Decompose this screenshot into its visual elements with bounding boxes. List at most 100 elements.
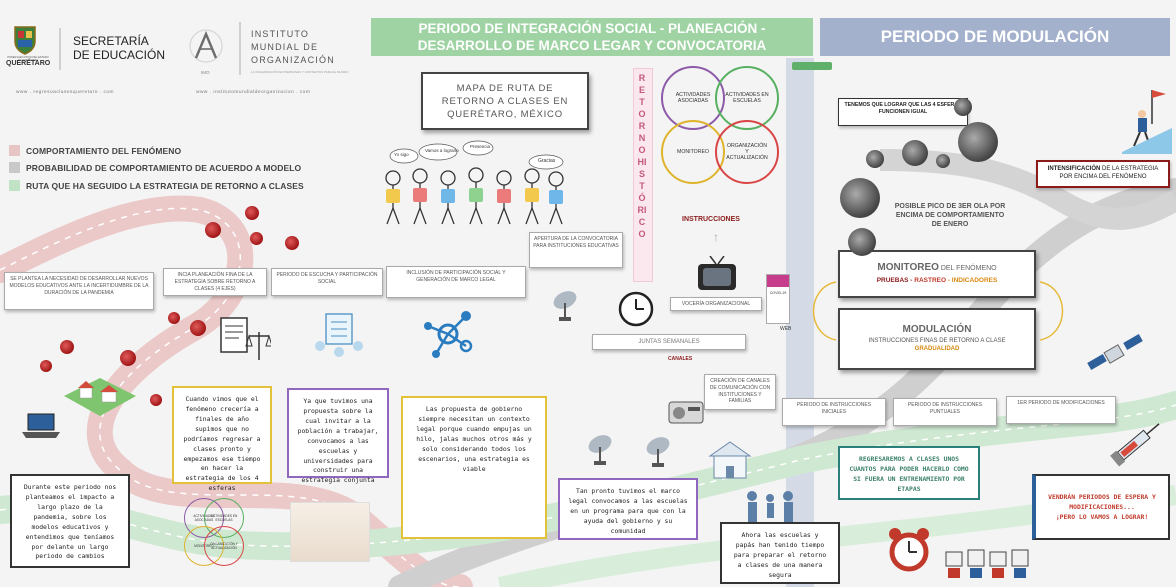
virus-icon [120, 350, 136, 366]
circle-organizacion: ORGANIZACIÓN Y ACTUALIZACIÓN [715, 120, 779, 184]
network-icon [424, 311, 473, 358]
seal-icon [14, 26, 36, 55]
mini-circle-4-label: ORGANIZACIÓN Y ACTUALIZACIÓN [210, 542, 238, 550]
note-tan-pronto: Tan pronto tuvimos el marco legal convoc… [558, 478, 698, 540]
step-box-1: SE PLANTEA LA NECESIDAD DE DESARROLLAR N… [4, 272, 154, 310]
step-box-6: CREACIÓN DE CANALES DE COMUNICACIÓN CON … [704, 374, 776, 410]
note-ya-que-text: Ya que tuvimos una propuesta sobre la cu… [297, 397, 379, 485]
satellite-dish-icon [553, 291, 577, 321]
step-box-7: PERIODO DE INSTRUCCIONES INICIALES [782, 398, 886, 426]
imo-logo-icon [188, 28, 224, 64]
instituto-url[interactable]: www . institutomundialdeorganizacion . c… [196, 90, 311, 95]
modulacion-sub: INSTRUCCIONES FINAS DE RETORNO A CLASE [868, 338, 1006, 344]
queretaro-label: QUERÉTARO [6, 60, 51, 67]
covid-card[interactable]: COVID-19 [766, 274, 790, 324]
step-box-9: 1ER PERIODO DE MODIFICACIONES [1006, 396, 1116, 424]
mini-circle-2-label: ACTIVIDADES EN ESCUELAS [210, 514, 238, 522]
covid-card-label: COVID-19 [769, 291, 787, 295]
virus-icon [902, 140, 928, 166]
virus-icon [848, 228, 876, 256]
note-regresaremos-text: REGRESAREMOS A CLASES UNOS CUANTOS PARA … [849, 455, 969, 493]
mini-circle-3-label: MONITOREO [194, 544, 214, 548]
step-box-7-text: PERIODO DE INSTRUCCIONES INICIALES [796, 402, 872, 415]
seal-caption: PODER EJECUTIVO DEL ESTADO DE QUERÉTARO [7, 56, 49, 62]
covid-card-band [767, 275, 789, 287]
speech-bubble-4: Gracias [538, 158, 556, 164]
satellite-dish-icon [588, 435, 612, 465]
note-ahora-text: Ahora las escuelas y papás han tenido ti… [733, 531, 827, 579]
step-box-4-text: INCLUSIÓN DE PARTICIPACIÓN SOCIAL Y GENE… [406, 270, 506, 283]
legend-item-probabilidad: PROBABILIDAD DE COMPORTAMIENTO DE ACUERD… [9, 162, 301, 173]
juntas-label: JUNTAS SEMANALES [638, 339, 700, 345]
satellite-icon [1087, 334, 1143, 370]
modulacion-box: MODULACIÓN INSTRUCCIONES FINAS DE RETORN… [838, 308, 1036, 370]
note-vendran-text: VENDRÁN PERIODOS DE ESPERA Y MODIFICACIO… [1048, 492, 1156, 521]
meeting-photo [290, 502, 370, 562]
tv-icon [698, 256, 736, 290]
step-box-1-text: SE PLANTEA LA NECESIDAD DE DESARROLLAR N… [9, 276, 149, 296]
circle-label-2: ACTIVIDADES EN ESCUELAS [725, 92, 769, 104]
secretaria-title: SECRETARÍA DE EDUCACIÓN [73, 34, 166, 62]
legend-swatch-red [9, 145, 20, 156]
virus-icon [168, 312, 180, 324]
note-regresaremos: REGRESAREMOS A CLASES UNOS CUANTOS PARA … [838, 446, 980, 500]
tenemos-text: TENEMOS QUE LOGRAR QUE LAS 4 ESFERAS FUN… [844, 102, 962, 116]
step-box-9-text: 1ER PERIODO DE MODIFICACIONES [1017, 400, 1105, 406]
period-banner-modulacion-text: PERIODO DE MODULACIÓN [880, 27, 1110, 46]
instituto-sub: LA ORGANIZACIÓN EN PERSONAS Y CONTEXTOS … [251, 70, 349, 74]
web-label: WEB [780, 326, 792, 332]
note-cuando-text: Cuando vimos que el fenómeno crecería a … [183, 395, 261, 493]
school-icon [708, 441, 752, 479]
voceria-label: VOCERÍA ORGANIZACIONAL [681, 301, 751, 307]
step-box-3: PERIODO DE ESCUCHA Y PARTICIPACIÓN SOCIA… [271, 268, 383, 296]
retorno-historico-text: RETORNO HISTÓRICO [637, 73, 647, 239]
cycle-arrow-icon [812, 281, 837, 341]
monitoreo-title: MONITOREO [877, 262, 939, 273]
map-title-box: MAPA DE RUTA DE RETORNO A CLASES EN QUER… [421, 72, 589, 130]
syringe-icon [1110, 423, 1160, 467]
circle-label-4: ORGANIZACIÓN Y ACTUALIZACIÓN [726, 143, 768, 161]
queretaro-seal [12, 25, 38, 55]
virus-icon [190, 320, 206, 336]
map-title: MAPA DE RUTA DE RETORNO A CLASES EN QUER… [441, 82, 569, 120]
monitoreo-title-rest: DEL FENÓMENO [938, 265, 997, 272]
virus-icon [866, 150, 884, 168]
tenemos-box: TENEMOS QUE LOGRAR QUE LAS 4 ESFERAS FUN… [838, 98, 968, 126]
monitoreo-title-row: MONITOREO DEL FENÓMENO [840, 262, 1034, 273]
alarm-clock-icon [889, 528, 929, 572]
step-box-2-text: INCIA PLANEACIÓN FINA DE LA ESTRATEGIA S… [174, 272, 256, 292]
canales-label: CANALES [668, 356, 693, 362]
note-propuesta-text: Las propuesta de gobierno siempre necesi… [416, 405, 532, 473]
period-banner-integracion: PERIODO DE INTEGRACIÓN SOCIAL - PLANEACI… [371, 18, 813, 56]
period-banner-integracion-text: PERIODO DE INTEGRACIÓN SOCIAL - PLANEACI… [417, 21, 767, 53]
step-box-4: INCLUSIÓN DE PARTICIPACIÓN SOCIAL Y GENE… [386, 266, 526, 298]
monitoreo-sub-row: PRUEBAS - RASTREO - INDICADORES [840, 277, 1034, 284]
legend-label-probabilidad: PROBABILIDAD DE COMPORTAMIENTO DE ACUERD… [26, 163, 302, 173]
step-box-8: PERIODO DE INSTRUCCIONES PUNTUALES [893, 398, 997, 426]
note-propuesta: Las propuesta de gobierno siempre necesi… [401, 396, 547, 539]
mini-circle-4: ORGANIZACIÓN Y ACTUALIZACIÓN [204, 526, 244, 566]
note-ya-que: Ya que tuvimos una propuesta sobre la cu… [287, 388, 389, 484]
mini-circle-1-label: ACTIVIDADES ASOCIADAS [193, 514, 215, 522]
laptop-icon [22, 413, 60, 438]
people-illustration [385, 140, 564, 225]
legend-swatch-green [9, 180, 20, 191]
modulacion-sub2: GRADUALIDAD [914, 346, 960, 352]
intensificacion-bold: INTENSIFICACIÓN [1047, 166, 1101, 172]
radio-icon [668, 401, 704, 424]
instrucciones-label: INSTRUCCIONES [682, 216, 740, 223]
legend-item-fenomeno: COMPORTAMIENTO DEL FENÓMENO [9, 145, 181, 156]
secretaria-url[interactable]: www . regresoaclasesqueretaro . com [16, 90, 115, 95]
virus-icon [250, 232, 263, 245]
pico-label: POSIBLE PICO DE 3ER OLA POR ENCIMA DE CO… [894, 203, 1006, 228]
monitoreo-sub3: - INDICADORES [946, 277, 998, 284]
retorno-historico-word: RETORNO HISTÓRICO [635, 72, 649, 240]
legend-label-ruta: RUTA QUE HA SEGUIDO LA ESTRATEGIA DE RET… [26, 181, 304, 191]
note-ahora: Ahora las escuelas y papás han tenido ti… [720, 522, 840, 584]
virus-icon [954, 98, 972, 116]
note-durante: Durante este periodo nos planteamos el i… [10, 474, 130, 568]
legend-label-fenomeno: COMPORTAMIENTO DEL FENÓMENO [26, 146, 182, 156]
speech-bubble-3: Presencia [470, 144, 491, 149]
virus-icon [60, 340, 74, 354]
virus-icon [40, 360, 52, 372]
